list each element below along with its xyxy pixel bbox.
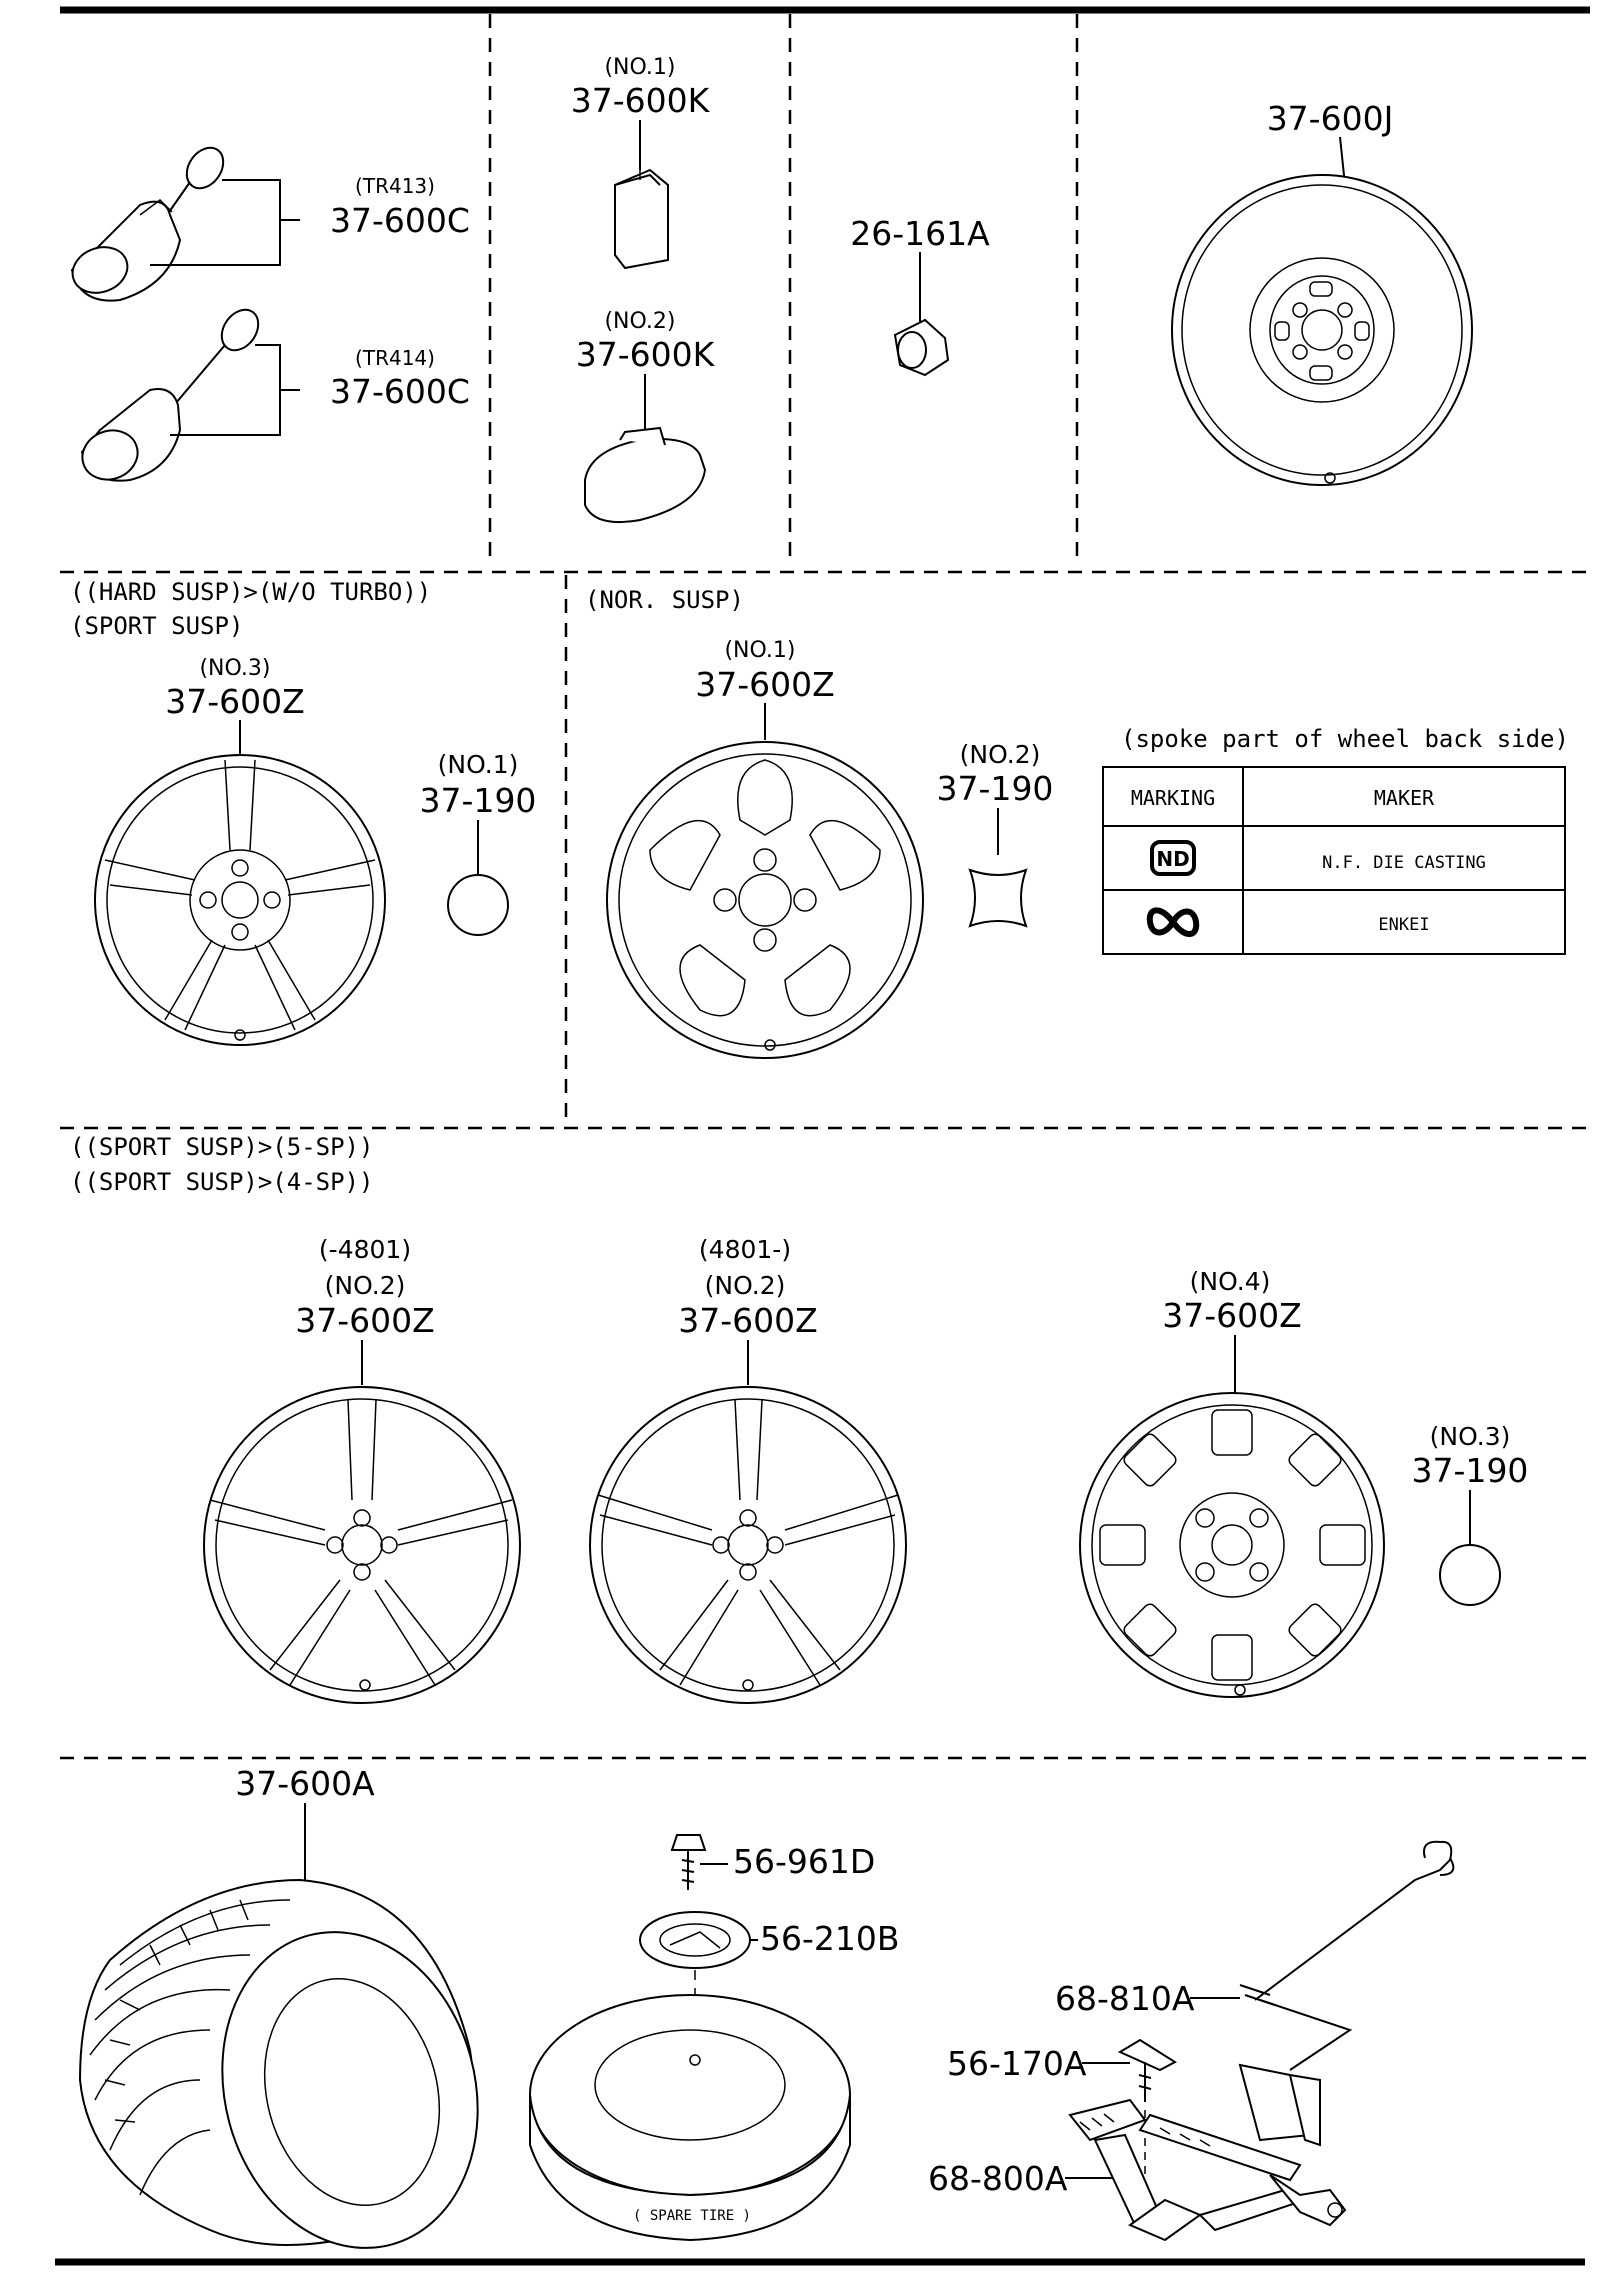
qualifier-cap-no1: (NO.1) (438, 750, 519, 779)
jack-pin (1117, 2038, 1177, 2102)
alloy-wheel-a (203, 1386, 521, 1704)
part-56-961d: 56-961D (733, 1842, 875, 1881)
qualifier-wheel-no3: (NO.3) (199, 656, 270, 681)
serial-wheel-a: (-4801) (319, 1235, 411, 1264)
spare-bracket (639, 1911, 751, 1969)
balance-weight-no1 (614, 125, 669, 270)
table-header-maker: MAKER (1374, 786, 1435, 810)
qualifier-wheel-b: (NO.2) (705, 1271, 786, 1300)
qualifier-wheel-no1: (NO.1) (724, 638, 795, 663)
qualifier-weight-no2: (NO.2) (604, 309, 675, 334)
part-37-600a: 37-600A (235, 1764, 375, 1803)
leader-tr413 (150, 179, 300, 266)
jack-handle (1239, 1840, 1455, 2071)
table-header-marking: MARKING (1131, 786, 1215, 810)
qualifier-cap-no3: (NO.3) (1430, 1422, 1511, 1451)
hard-susp-title-2: (SPORT SUSP) (70, 612, 243, 640)
qualifier-tr413: (TR413) (355, 174, 435, 198)
part-37-600z-a: 37-600Z (295, 1301, 435, 1340)
svg-text:ND: ND (1156, 847, 1189, 871)
nd-logo-icon: ND (1150, 840, 1196, 876)
part-37-190-nor: 37-190 (937, 769, 1054, 808)
qualifier-tr414: (TR414) (355, 346, 435, 370)
spare-wheel (1171, 174, 1473, 486)
center-cap-no1 (447, 874, 509, 936)
part-68-810a: 68-810A (1055, 1979, 1195, 2018)
alloy-wheel-b (589, 1386, 907, 1704)
balance-weight-no2 (584, 426, 707, 524)
serial-wheel-b: (4801-) (699, 1235, 791, 1264)
part-56-170a: 56-170A (947, 2044, 1087, 2083)
part-37-190-hard: 37-190 (420, 781, 537, 820)
scissor-jack (1068, 2063, 1347, 2242)
part-37-600c-b: 37-600C (330, 372, 470, 411)
alloy-wheel-no1 (606, 741, 924, 1059)
qualifier-cap-no2: (NO.2) (960, 740, 1041, 769)
qualifier-wheel-c: (NO.4) (1190, 1267, 1271, 1296)
alloy-wheel-no3 (94, 754, 386, 1046)
wheel-nut (893, 318, 950, 377)
alloy-wheel-c (1079, 1392, 1385, 1698)
hold-down-bolt (670, 1834, 707, 1890)
part-37-190-sport: 37-190 (1412, 1451, 1529, 1490)
tire (78, 1878, 479, 2249)
enkei-logo-icon (1146, 907, 1200, 937)
part-37-600c-a: 37-600C (330, 201, 470, 240)
marking-table (1102, 766, 1566, 955)
valve-stem-tr414 (80, 308, 260, 482)
part-26-161a: 26-161A (850, 214, 990, 253)
center-cap-no3 (1439, 1544, 1501, 1606)
part-37-600z-c: 37-600Z (1162, 1296, 1302, 1335)
sport-susp-title-1: ((SPORT SUSP)>(5-SP)) (70, 1133, 373, 1161)
part-37-600j: 37-600J (1267, 99, 1394, 138)
marking-caption: (spoke part of wheel back side) (1121, 725, 1569, 753)
part-68-800a: 68-800A (928, 2159, 1068, 2198)
part-37-600z-b: 37-600Z (678, 1301, 818, 1340)
part-37-600k-a: 37-600K (571, 81, 711, 120)
part-37-600k-b: 37-600K (576, 335, 716, 374)
spare-tire-label: ( SPARE TIRE ) (633, 2208, 751, 2224)
part-37-600z-hard: 37-600Z (165, 682, 305, 721)
part-56-210b: 56-210B (760, 1919, 900, 1958)
hard-susp-title-1: ((HARD SUSP)>(W/O TURBO)) (70, 578, 431, 606)
leader-tr414 (170, 344, 300, 436)
sport-susp-title-2: ((SPORT SUSP)>(4-SP)) (70, 1168, 373, 1196)
part-37-600z-nor: 37-600Z (695, 665, 835, 704)
spare-tire (529, 1970, 851, 2242)
valve-stem-tr413 (70, 146, 225, 302)
nor-susp-title: (NOR. SUSP) (585, 586, 744, 614)
qualifier-weight-no1: (NO.1) (604, 55, 675, 80)
maker-enkei: ENKEI (1378, 915, 1429, 935)
center-cap-no2 (968, 868, 1028, 928)
qualifier-wheel-a: (NO.2) (325, 1271, 406, 1300)
maker-nf-die-casting: N.F. DIE CASTING (1322, 853, 1486, 873)
